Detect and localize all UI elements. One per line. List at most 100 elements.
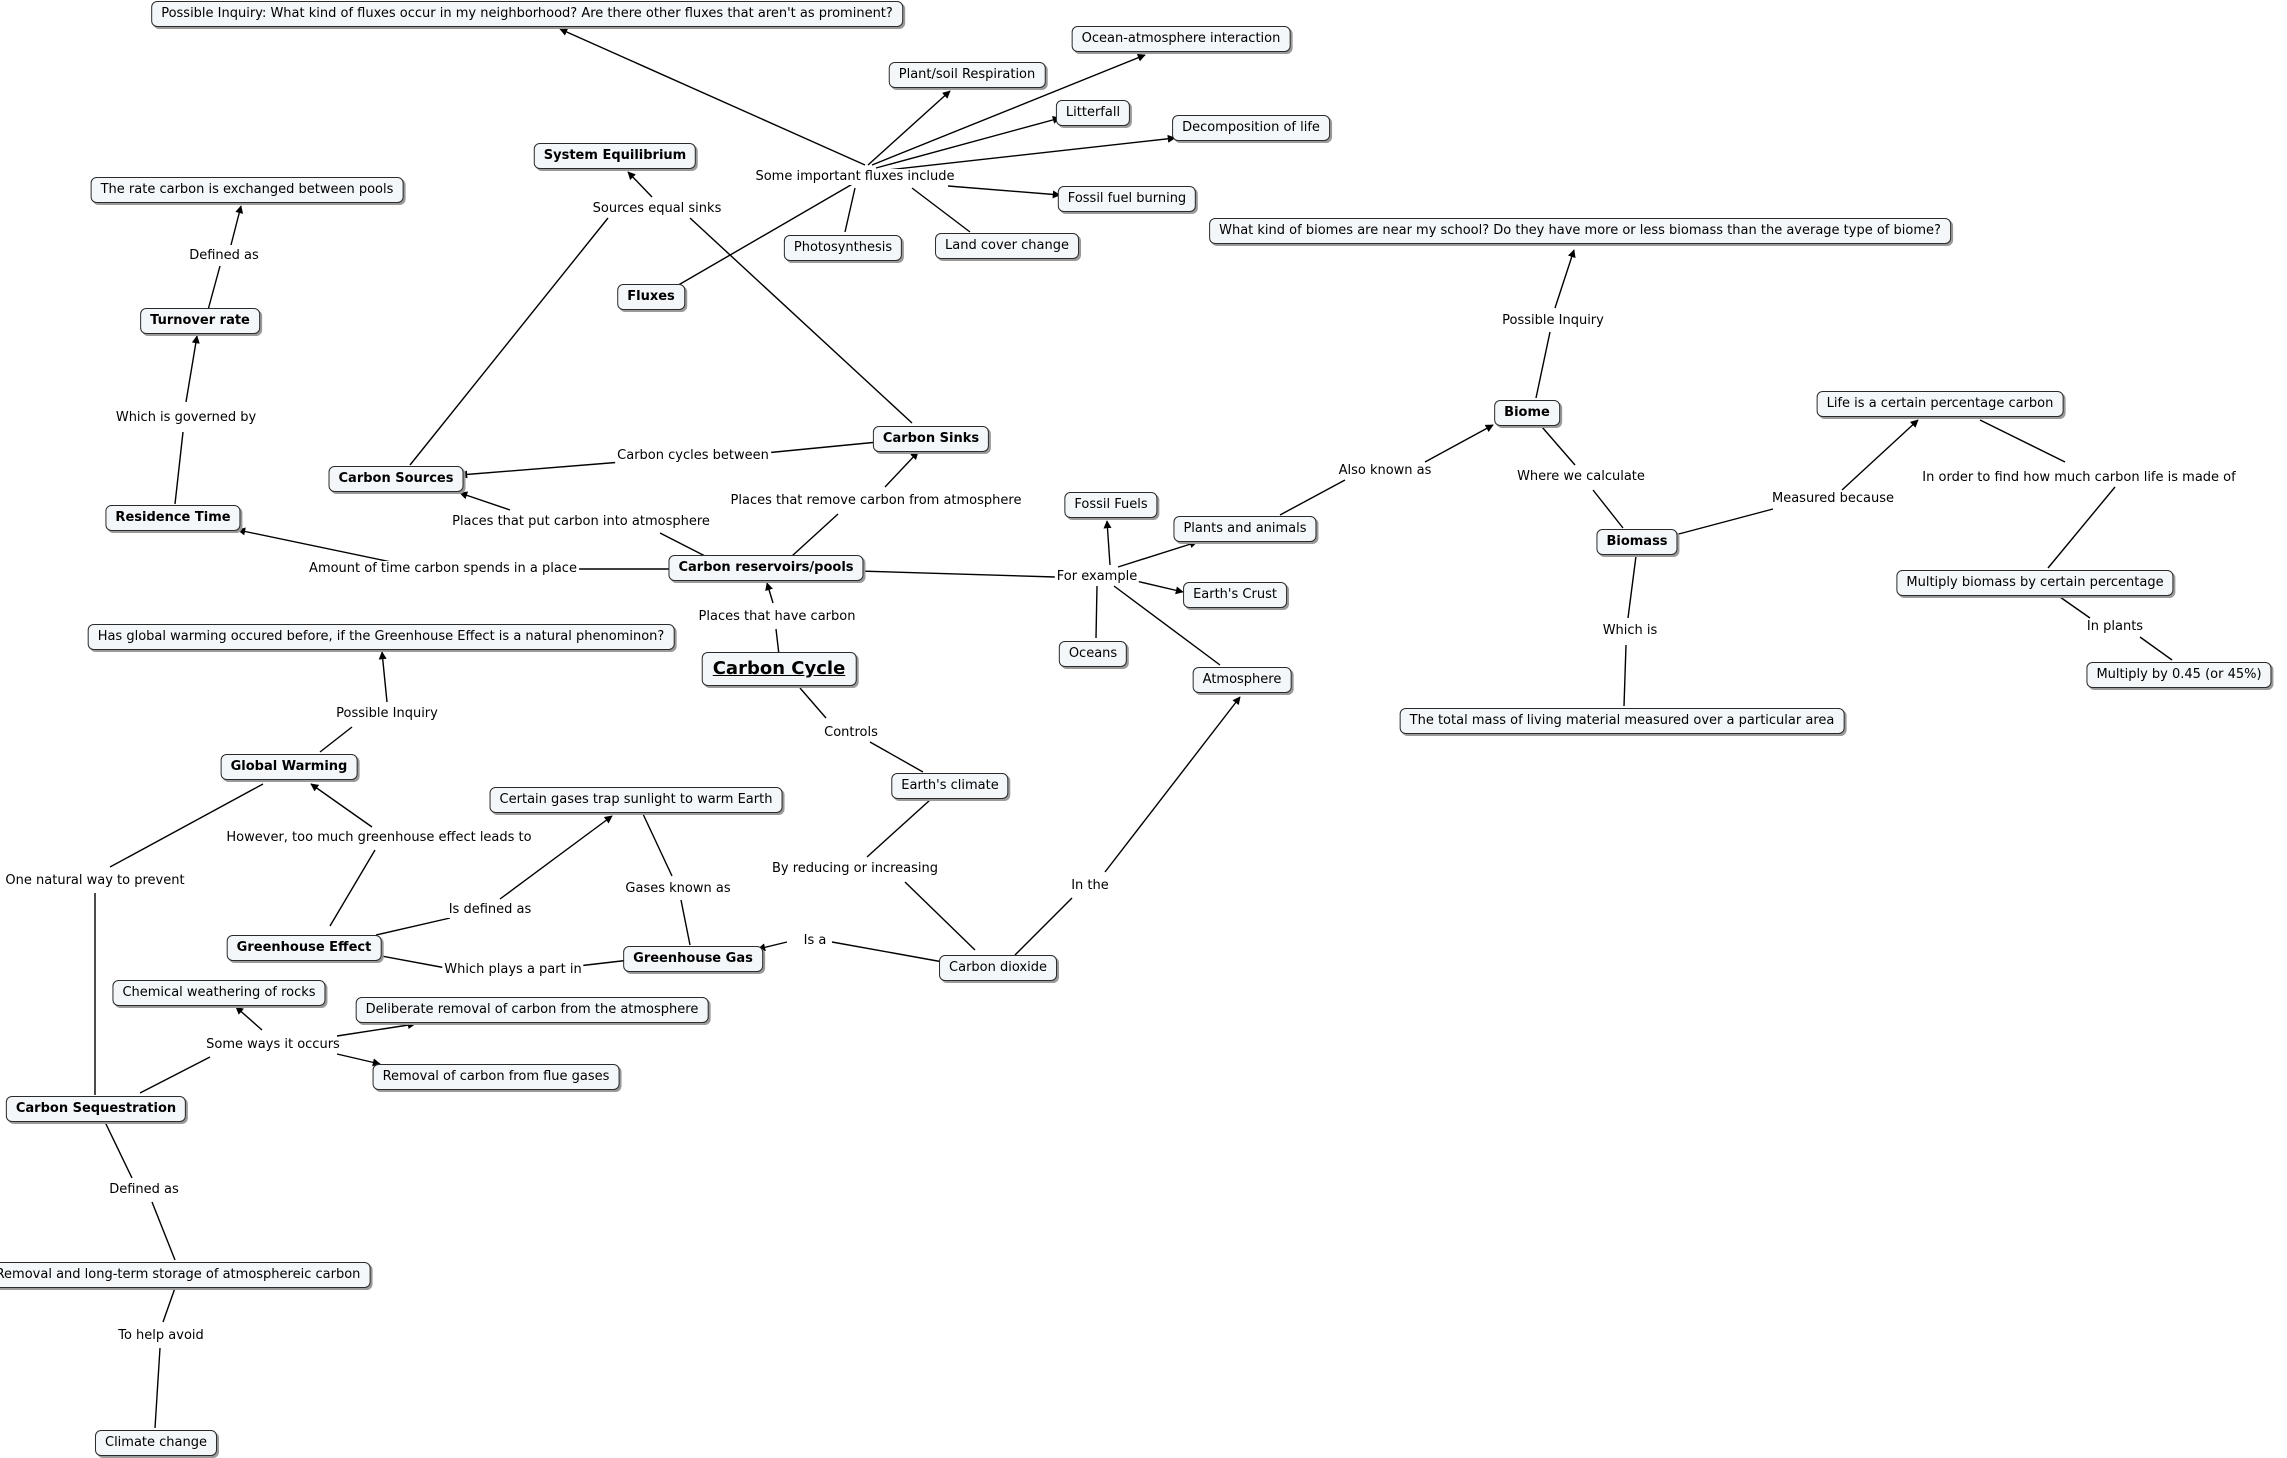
connector xyxy=(162,1287,176,1323)
connector xyxy=(499,815,613,900)
link-label-sources-equal-sinks: Sources equal sinks xyxy=(590,201,724,217)
node-litterfall[interactable]: Litterfall xyxy=(1055,100,1131,126)
node-atmosphere[interactable]: Atmosphere xyxy=(1192,667,1292,693)
node-fossil-fuels[interactable]: Fossil Fuels xyxy=(1064,492,1158,518)
connector xyxy=(1279,479,1346,516)
connector xyxy=(375,917,451,936)
node-carbon-dioxide[interactable]: Carbon dioxide xyxy=(939,955,1057,981)
link-label-to-help-avoid: To help avoid xyxy=(116,1328,206,1344)
link-label-one-natural-way: One natural way to prevent xyxy=(3,873,187,889)
node-fossil-fuel-burning[interactable]: Fossil fuel burning xyxy=(1057,186,1197,212)
node-land-cover-change[interactable]: Land cover change xyxy=(935,233,1079,259)
node-life-percentage[interactable]: Life is a certain percentage carbon xyxy=(1816,391,2064,417)
node-long-term-storage[interactable]: Removal and long-term storage of atmosph… xyxy=(0,1262,371,1288)
connector xyxy=(875,116,1061,169)
node-ocean-atmosphere-interaction[interactable]: Ocean-atmosphere interaction xyxy=(1071,26,1291,52)
connector xyxy=(235,1006,263,1031)
connector xyxy=(174,431,184,505)
node-deliberate-removal[interactable]: Deliberate removal of carbon from the at… xyxy=(355,997,709,1023)
connector xyxy=(866,799,931,858)
connector xyxy=(1095,585,1098,639)
connector xyxy=(867,90,951,166)
node-plants-and-animals[interactable]: Plants and animals xyxy=(1173,516,1317,542)
connector xyxy=(689,217,913,424)
node-greenhouse-gas[interactable]: Greenhouse Gas xyxy=(623,946,763,972)
link-label-where-we-calculate: Where we calculate xyxy=(1515,469,1647,485)
connector xyxy=(1117,540,1198,568)
link-label-carbon-cycles-between: Carbon cycles between xyxy=(615,448,771,464)
connector xyxy=(680,899,691,946)
node-certain-gases[interactable]: Certain gases trap sunlight to warm Eart… xyxy=(489,787,783,813)
node-inquiry-warming[interactable]: Has global warming occured before, if th… xyxy=(87,624,675,650)
node-oceans[interactable]: Oceans xyxy=(1058,641,1128,667)
link-label-places-put-carbon: Places that put carbon into atmosphere xyxy=(450,514,712,530)
connector xyxy=(319,726,353,753)
node-decomposition[interactable]: Decomposition of life xyxy=(1172,115,1330,141)
node-biome[interactable]: Biome xyxy=(1494,400,1560,426)
connector xyxy=(459,461,623,479)
node-earths-crust[interactable]: Earth's Crust xyxy=(1183,582,1287,608)
node-greenhouse-effect[interactable]: Greenhouse Effect xyxy=(226,935,382,961)
connector xyxy=(831,941,944,963)
node-inquiry-fluxes[interactable]: Possible Inquiry: What kind of fluxes oc… xyxy=(151,1,903,27)
link-label-places-remove-carbon: Places that remove carbon from atmospher… xyxy=(728,493,1024,509)
link-label-also-known-as: Also known as xyxy=(1336,463,1434,479)
link-label-in-the: In the xyxy=(1069,878,1111,894)
node-total-mass[interactable]: The total mass of living material measur… xyxy=(1399,708,1845,734)
connector xyxy=(659,532,706,557)
link-label-places-have-carbon: Places that have carbon xyxy=(696,609,858,625)
node-rate-exchanged[interactable]: The rate carbon is exchanged between poo… xyxy=(90,177,404,203)
node-plant-soil-respiration[interactable]: Plant/soil Respiration xyxy=(888,62,1046,88)
connector xyxy=(871,53,1146,166)
connector xyxy=(642,813,673,877)
node-chemical-weathering[interactable]: Chemical weathering of rocks xyxy=(112,980,326,1006)
connector xyxy=(775,628,780,656)
node-multiply-biomass[interactable]: Multiply biomass by certain percentage xyxy=(1896,570,2174,596)
link-label-in-plants: In plants xyxy=(2084,619,2146,635)
link-label-is-a: Is a xyxy=(801,933,829,949)
connector xyxy=(237,527,397,564)
link-label-defined-as-rate: Defined as xyxy=(187,248,261,264)
link-label-gases-known-as: Gases known as xyxy=(623,881,733,897)
node-multiply-045[interactable]: Multiply by 0.45 (or 45%) xyxy=(2086,662,2272,688)
connector xyxy=(336,1053,381,1067)
connector xyxy=(1103,520,1112,566)
connector xyxy=(1627,555,1637,619)
node-flue-gases[interactable]: Removal of carbon from flue gases xyxy=(372,1064,620,1090)
link-label-for-example: For example xyxy=(1054,569,1140,585)
connector xyxy=(375,952,447,969)
node-turnover-rate[interactable]: Turnover rate xyxy=(140,308,260,334)
node-carbon-reservoirs[interactable]: Carbon reservoirs/pools xyxy=(668,555,864,581)
node-photosynthesis[interactable]: Photosynthesis xyxy=(783,235,903,261)
connector xyxy=(1104,696,1241,873)
node-earths-climate[interactable]: Earth's climate xyxy=(891,773,1009,799)
link-label-is-defined-as: Is defined as xyxy=(446,902,534,918)
connector xyxy=(1135,580,1184,595)
node-climate-change[interactable]: Climate change xyxy=(94,1430,218,1456)
node-residence-time[interactable]: Residence Time xyxy=(105,505,241,531)
node-carbon-sequestration[interactable]: Carbon Sequestration xyxy=(5,1096,187,1122)
connector xyxy=(1113,585,1221,666)
link-label-possible-inquiry-warming: Possible Inquiry xyxy=(334,706,440,722)
node-carbon-sinks[interactable]: Carbon Sinks xyxy=(872,426,990,452)
connector xyxy=(1424,424,1494,463)
node-global-warming[interactable]: Global Warming xyxy=(220,754,358,780)
connector xyxy=(877,134,1176,172)
node-carbon-sources[interactable]: Carbon Sources xyxy=(328,466,464,492)
node-carbon-cycle[interactable]: Carbon Cycle xyxy=(701,652,857,686)
node-inquiry-biomes[interactable]: What kind of biomes are near my school? … xyxy=(1209,218,1951,244)
connector xyxy=(911,187,971,233)
connector xyxy=(104,1121,133,1179)
connector xyxy=(1841,419,1919,491)
node-fluxes[interactable]: Fluxes xyxy=(617,284,685,310)
node-system-equilibrium[interactable]: System Equilibrium xyxy=(533,143,697,169)
link-label-which-is-governed-by: Which is governed by xyxy=(113,410,259,426)
connector xyxy=(844,187,856,233)
node-biomass[interactable]: Biomass xyxy=(1596,529,1678,555)
link-label-measured-because: Measured because xyxy=(1769,491,1897,507)
connector xyxy=(109,783,264,868)
connector xyxy=(2059,596,2091,619)
connector xyxy=(1554,249,1576,309)
